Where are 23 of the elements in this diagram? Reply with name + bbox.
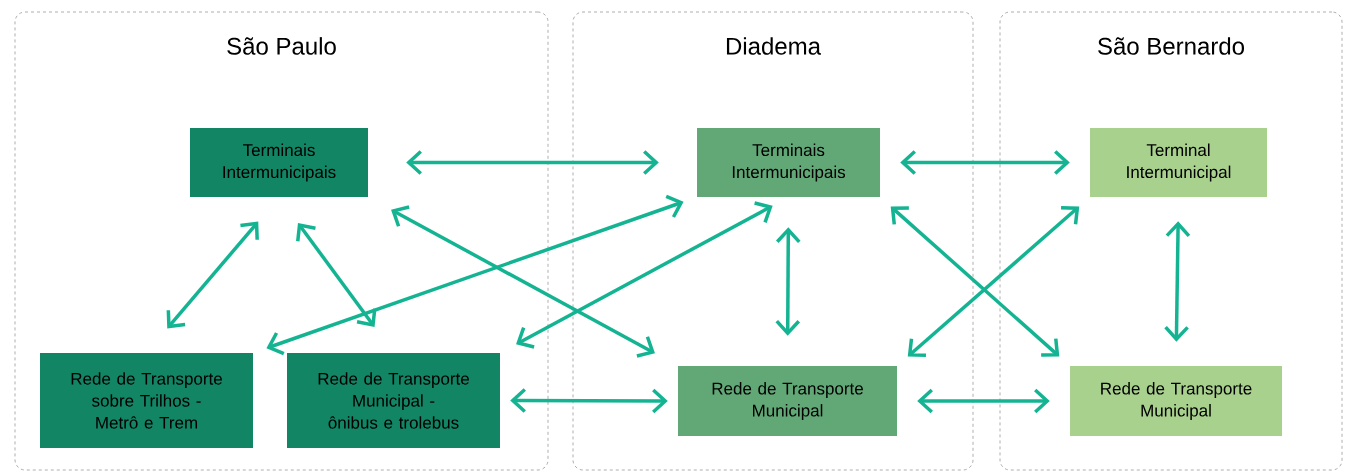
transport-box: Rede de Transporte Municipal	[678, 366, 897, 436]
arrow	[1164, 221, 1191, 342]
transport-box: Rede de Transporte Municipal	[1070, 366, 1282, 436]
arrow	[296, 222, 377, 328]
transport-box: Rede de Transporte sobre Trilhos - Metrô e Trem	[40, 353, 253, 448]
group-heading: São Paulo	[227, 37, 336, 55]
group-heading: Diadema	[726, 37, 821, 55]
transport-box: Rede de Transporte Municipal - ônibus e trolebus	[287, 353, 500, 448]
arrow	[775, 227, 801, 336]
arrow	[900, 150, 1070, 175]
arrow	[907, 206, 1080, 357]
arrow	[510, 388, 668, 414]
arrow	[516, 201, 773, 349]
transport-box: Terminais Intermunicipais	[697, 128, 880, 197]
arrow	[406, 150, 659, 175]
arrow	[266, 194, 684, 356]
arrow	[391, 205, 655, 358]
transport-box: Terminal Intermunicipal	[1090, 128, 1267, 197]
arrow	[166, 221, 259, 329]
group-heading: São Bernardo	[1098, 37, 1244, 55]
arrow	[917, 388, 1050, 414]
transport-box: Terminais Intermunicipais	[190, 128, 368, 197]
arrow	[890, 206, 1060, 357]
